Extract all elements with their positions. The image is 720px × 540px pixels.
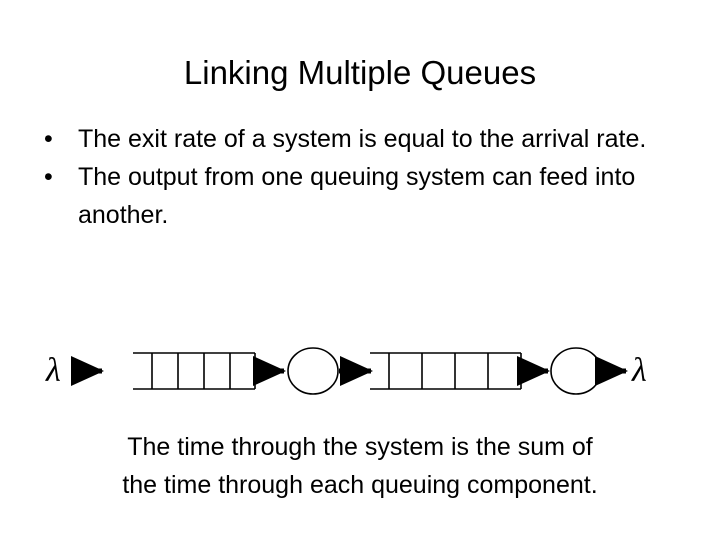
list-item: • The output from one queuing system can… <box>38 158 678 234</box>
caption-line-1: The time through the system is the sum o… <box>127 433 593 461</box>
bullet-marker-icon: • <box>44 163 53 191</box>
arrival-rate-label: λ <box>45 352 61 389</box>
server-1-circle <box>287 347 339 395</box>
departure-rate-label: λ <box>631 352 647 389</box>
queue-1 <box>133 352 256 390</box>
queue-2 <box>370 352 522 390</box>
bullet-text: The output from one queuing system can f… <box>78 163 636 229</box>
bullet-list: • The exit rate of a system is equal to … <box>38 120 678 234</box>
caption-line-2: the time through each queuing component. <box>122 471 598 499</box>
queueing-network-diagram: λ <box>0 335 720 410</box>
list-item: • The exit rate of a system is equal to … <box>38 120 678 158</box>
server-2-circle <box>550 347 602 395</box>
bullet-marker-icon: • <box>44 125 53 153</box>
bullet-text: The exit rate of a system is equal to th… <box>78 125 647 153</box>
page-title: Linking Multiple Queues <box>183 54 537 91</box>
caption: The time through the system is the sum o… <box>0 428 720 504</box>
